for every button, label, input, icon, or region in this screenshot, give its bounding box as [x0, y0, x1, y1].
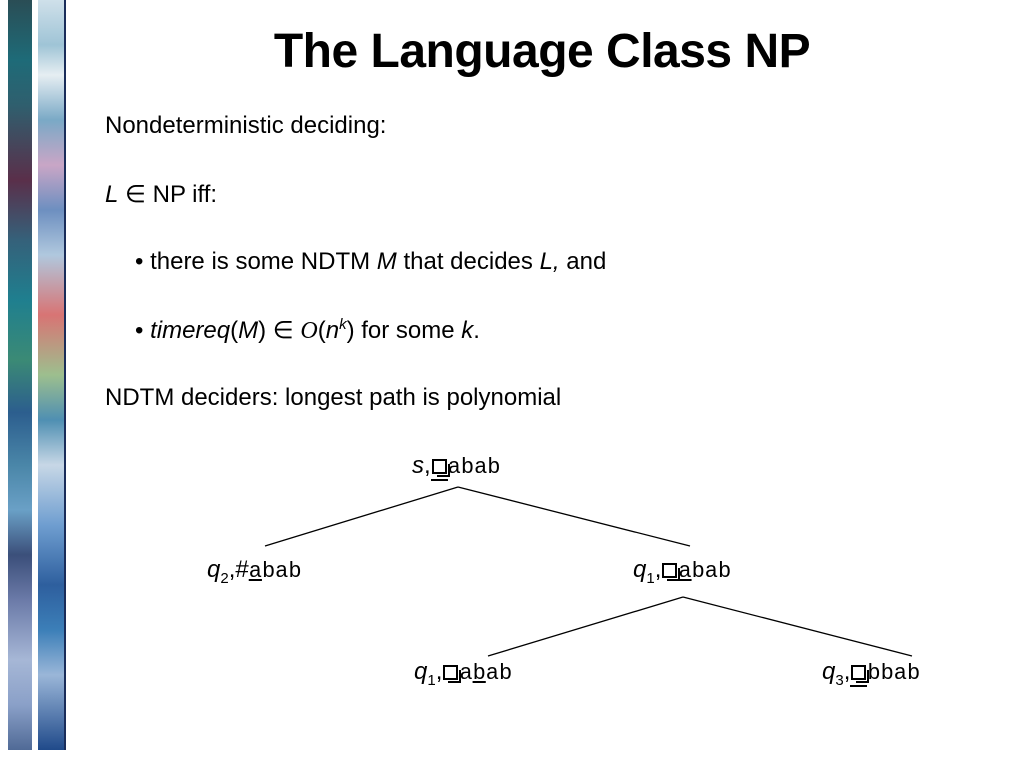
node-tape: ab [485, 661, 513, 686]
blank-square-icon [662, 563, 678, 578]
edge-right-rr [682, 596, 913, 657]
decorative-stripe-left [8, 0, 32, 750]
node-sep: , [843, 658, 851, 685]
blank-square-icon [431, 459, 447, 474]
bullet2-text-d: for some [354, 317, 462, 344]
func-timereq: timereq [150, 317, 231, 344]
var-m: M [376, 248, 397, 275]
var-m-2: M [238, 317, 259, 344]
node-state-sub: 3 [835, 671, 844, 689]
node-head-symbol: a [248, 559, 262, 584]
node-state-sub: 2 [220, 569, 229, 587]
paren-open-2: ( [317, 317, 326, 344]
blank-symbol-underlined [850, 660, 868, 687]
var-l: L [105, 181, 119, 208]
node-state: q [414, 658, 428, 685]
text-l-in-np: L ∈ NP iff: [105, 180, 217, 209]
tree-node-rl: q1, abab [414, 658, 512, 689]
element-of-symbol-2: ∈ [266, 317, 301, 344]
node-tape: bab [691, 559, 732, 584]
bullet-icon: • [135, 317, 144, 344]
node-tape: bab [261, 559, 302, 584]
node-tape-pre: a [459, 661, 473, 686]
node-state: q [822, 658, 836, 685]
bullet-timereq: • timereq(M) ∈ O(nk) for some k. [135, 316, 480, 345]
period: . [473, 317, 480, 344]
node-state: q [633, 556, 647, 583]
blank-symbol-underlined [430, 454, 448, 481]
node-state-sub: 1 [427, 671, 436, 689]
paren-close-2: ) [346, 317, 355, 344]
node-sep: , [228, 556, 236, 583]
bullet-ndtm-decides: • there is some NDTM M that decides L, a… [135, 248, 606, 276]
paren-open: ( [230, 317, 239, 344]
bullet-icon: • [135, 248, 144, 275]
stripe-edge [64, 0, 66, 750]
tree-node-rr: q3, bbab [822, 658, 920, 689]
node-state-sub: 1 [646, 569, 655, 587]
node-tape: bbab [867, 661, 921, 686]
slide-title: The Language Class NP [273, 25, 811, 78]
tree-node-right: q1, abab [633, 556, 731, 587]
edge-root-right [457, 486, 691, 547]
node-sep: , [435, 658, 443, 685]
text-np-iff: NP iff: [145, 181, 218, 208]
paren-close: ) [258, 317, 267, 344]
node-head-symbol: b [472, 661, 486, 686]
node-tape-prefix: # [235, 556, 249, 583]
edge-root-left [264, 486, 459, 547]
bullet1-text-c: and [559, 248, 607, 275]
tree-node-root: s, abab [412, 452, 500, 481]
node-state: s [412, 452, 424, 479]
text-ndtm-deciders: NDTM deciders: longest path is polynomia… [105, 384, 562, 411]
big-o: O [300, 318, 318, 344]
element-of-symbol: ∈ [125, 181, 146, 208]
node-tape: abab [447, 455, 501, 480]
edge-right-rl [487, 596, 684, 657]
bullet1-text-a: there is some NDTM [143, 248, 377, 275]
text-nondeterministic-deciding: Nondeterministic deciding: [105, 112, 387, 139]
var-l-2: L, [539, 248, 560, 275]
var-k-sup: k [339, 316, 347, 333]
node-sep: , [424, 452, 431, 479]
tree-node-left: q2,#abab [207, 556, 302, 587]
node-head-symbol: a [678, 559, 692, 584]
node-sep: , [654, 556, 662, 583]
var-n: n [325, 317, 340, 344]
bullet1-text-b: that decides [396, 248, 540, 275]
blank-square-icon [851, 665, 867, 680]
decorative-stripe-right [38, 0, 64, 750]
node-state: q [207, 556, 221, 583]
blank-square-icon [443, 665, 459, 680]
var-k: k [461, 317, 474, 344]
